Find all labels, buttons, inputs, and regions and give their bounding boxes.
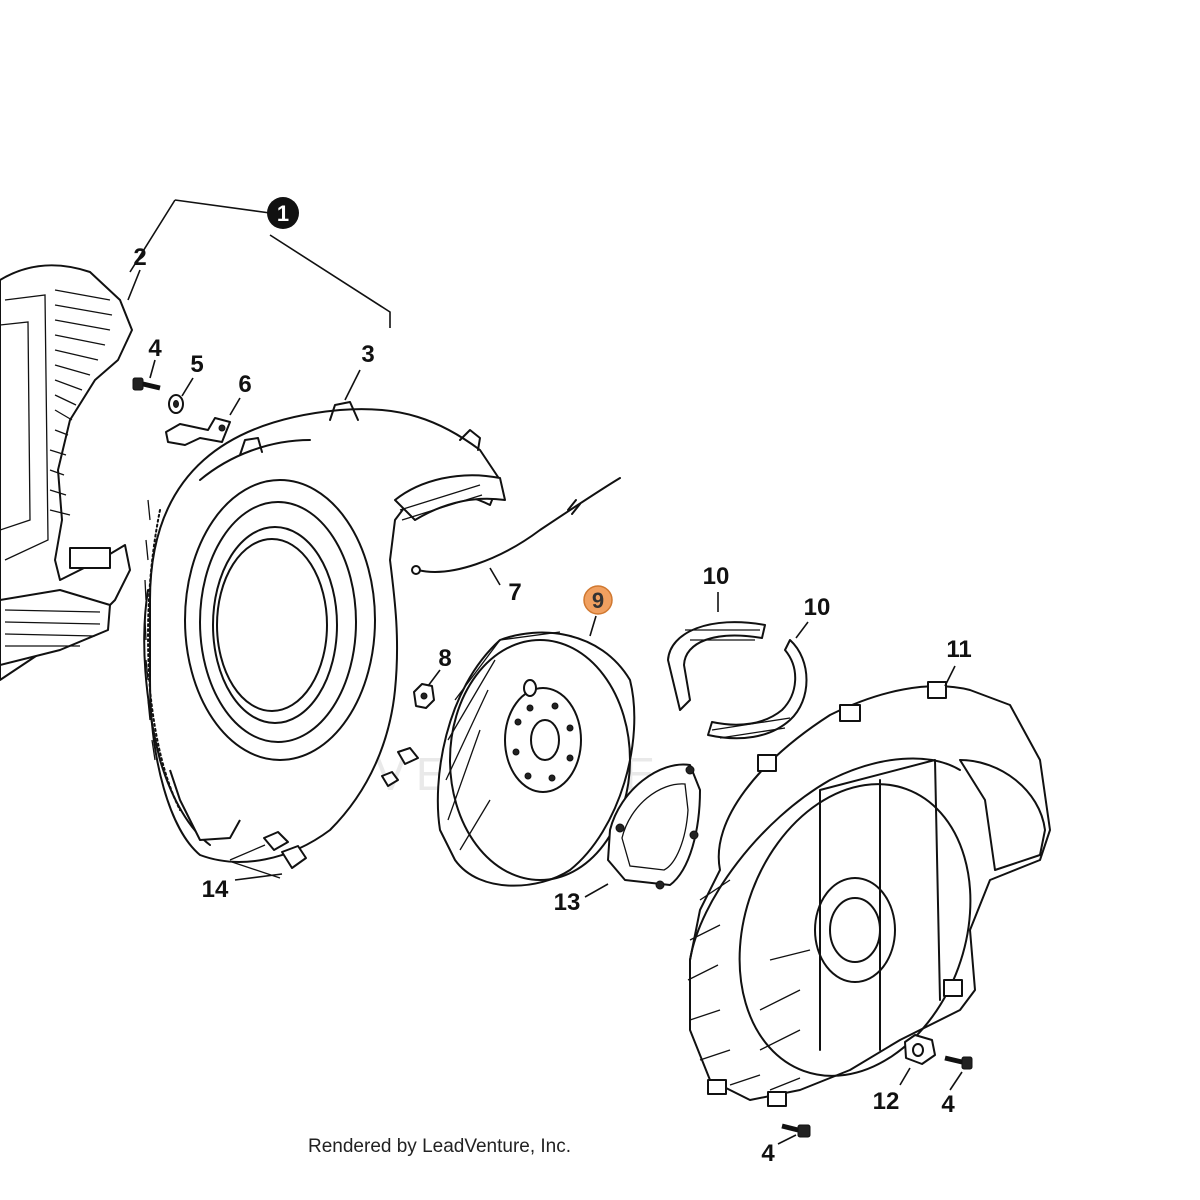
label-part-3[interactable]: 3: [361, 341, 374, 368]
part-4-screw-top[interactable]: [132, 377, 161, 391]
part-7-cable[interactable]: [411, 477, 621, 575]
part-10-clamp-lower[interactable]: [707, 639, 808, 740]
part-14-stoppers[interactable]: [229, 747, 419, 879]
label-part-4-top[interactable]: 4: [148, 335, 162, 362]
label-part-2[interactable]: 2: [133, 244, 146, 271]
part-4-screw-right[interactable]: [944, 1055, 973, 1070]
label-part-10-lower[interactable]: 10: [804, 594, 831, 621]
label-part-13[interactable]: 13: [554, 889, 581, 916]
part-3-fan-housing[interactable]: [143, 401, 506, 863]
footer-credit: Rendered by LeadVenture, Inc.: [308, 1136, 572, 1157]
part-2-housing-shell[interactable]: [0, 264, 133, 681]
svg-text:1: 1: [277, 201, 289, 226]
label-part-6[interactable]: 6: [238, 371, 251, 398]
part-4-screw-bottom[interactable]: [781, 1123, 811, 1138]
part-11-blower-cover[interactable]: [687, 681, 1051, 1109]
part-9-impeller[interactable]: [436, 631, 636, 887]
part-5-washer[interactable]: [168, 394, 184, 414]
part-10-clamp-upper[interactable]: [667, 621, 766, 711]
part-6-bracket[interactable]: [165, 417, 231, 446]
part-13-gasket[interactable]: [607, 763, 701, 890]
label-part-7[interactable]: 7: [508, 579, 521, 606]
label-part-10-upper[interactable]: 10: [703, 563, 730, 590]
leader-lines: [127, 199, 963, 1145]
callout-highlighted-9[interactable]: 9: [583, 585, 613, 615]
label-part-14[interactable]: 14: [202, 876, 229, 903]
label-part-4-right[interactable]: 4: [941, 1091, 955, 1118]
label-part-5[interactable]: 5: [190, 351, 203, 378]
label-part-11[interactable]: 11: [946, 636, 971, 663]
part-12-clip[interactable]: [904, 1034, 936, 1065]
svg-text:9: 9: [592, 588, 604, 613]
part-8-nut[interactable]: [413, 683, 435, 709]
callout-assembly-1[interactable]: 1: [267, 197, 299, 229]
label-part-8[interactable]: 8: [438, 645, 451, 672]
label-part-4-bottom[interactable]: 4: [761, 1140, 775, 1167]
label-part-12[interactable]: 12: [873, 1088, 900, 1115]
